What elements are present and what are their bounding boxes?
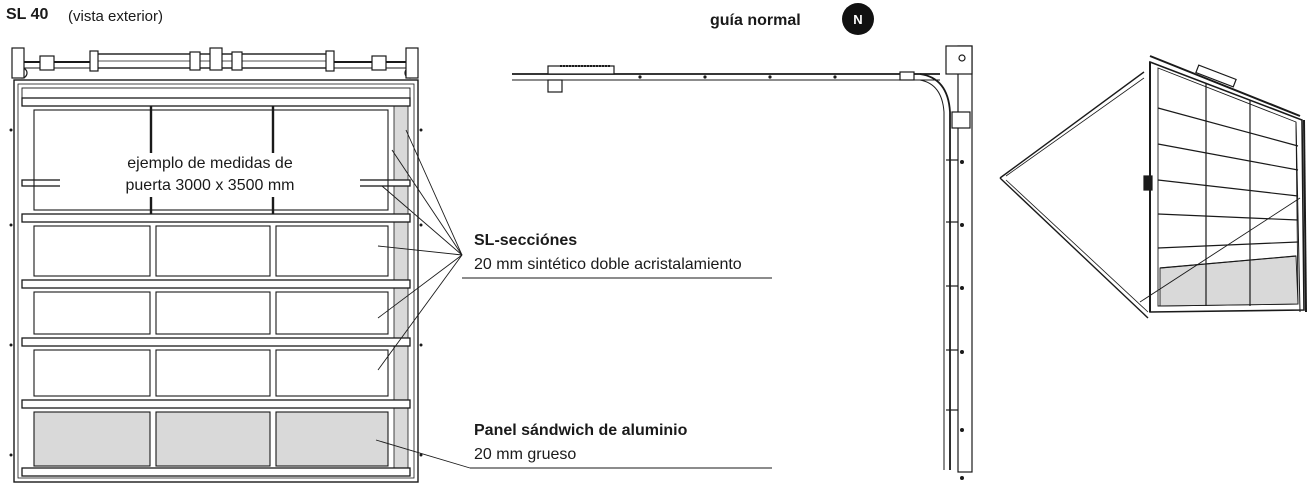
callout-leaders — [375, 129, 772, 469]
perspective-view — [999, 55, 1307, 319]
panel-callout-desc: 20 mm grueso — [474, 446, 577, 463]
example-text-line-2: puerta 3000 x 3500 mm — [60, 175, 360, 197]
sandwich-panel — [33, 411, 389, 467]
sections-callout-desc: 20 mm sintético doble acristalamiento — [474, 256, 742, 273]
guide-badge: N — [842, 3, 874, 35]
view-subtitle: (vista exterior) — [68, 8, 164, 25]
side-view-track — [512, 45, 973, 480]
torsion-spring-shaft — [11, 47, 419, 79]
example-text-line-1: ejemplo de medidas de — [60, 153, 360, 175]
guide-label: guía normal — [710, 12, 801, 29]
panel-callout-title: Panel sándwich de aluminio — [474, 422, 688, 439]
sections-callout-title: SL-secciónes — [474, 232, 578, 249]
front-view-door — [9, 47, 423, 483]
glazing-panes — [33, 109, 389, 397]
model-title: SL 40 — [6, 6, 49, 23]
